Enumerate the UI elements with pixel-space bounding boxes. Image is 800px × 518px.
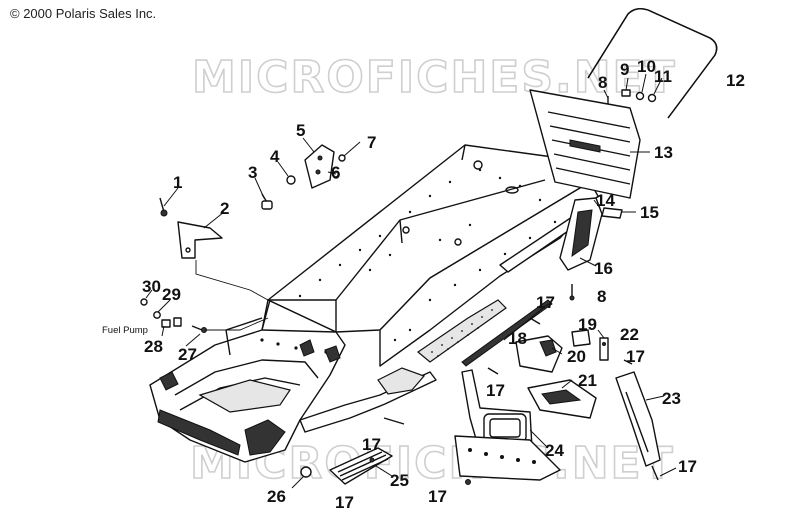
part-15-plug [601, 207, 623, 219]
callout-25: 25 [390, 471, 409, 490]
callout-5: 5 [296, 121, 305, 140]
part-8-bolt-lower [569, 284, 575, 301]
callout-23: 23 [662, 389, 681, 408]
callout-17-b: 17 [626, 347, 645, 366]
part-4-washer [286, 175, 296, 185]
callout-8-top: 8 [598, 73, 607, 92]
callout-24: 24 [545, 441, 564, 460]
watermark-top: MICROFICHES.NET [192, 52, 677, 103]
lower-frame-rail [299, 367, 437, 433]
callout-17-e: 17 [335, 493, 354, 512]
callout-12: 12 [726, 71, 745, 90]
callout-4: 4 [270, 147, 280, 166]
part-12-grab-bar [587, 7, 718, 119]
part-21-bracket [527, 379, 597, 419]
callout-7: 7 [367, 133, 376, 152]
callout-17-d: 17 [362, 435, 381, 454]
copyright-notice: © 2000 Polaris Sales Inc. [10, 6, 157, 21]
part-28-29-30-hardware [140, 298, 182, 328]
front-bulkhead [149, 299, 346, 463]
callout-27: 27 [178, 345, 197, 364]
callout-19: 19 [578, 315, 597, 334]
callout-14: 14 [596, 191, 615, 210]
part-9-10-11-hardware [621, 89, 657, 103]
part-22-clip [599, 337, 609, 361]
callout-13: 13 [654, 143, 673, 162]
callout-15: 15 [640, 203, 659, 222]
part-14-16-side-guard [559, 197, 603, 271]
callout-17-a: 17 [536, 293, 555, 312]
part-1-bolt [159, 197, 168, 217]
reference-lines [195, 260, 269, 331]
callout-29: 29 [162, 285, 181, 304]
part-27-screw [191, 325, 207, 333]
callout-17-f: 17 [428, 487, 447, 506]
part-26-grommet [300, 466, 312, 478]
callout-17-g: 17 [678, 457, 697, 476]
part-23-side-strip [615, 371, 661, 467]
fuel-pump-label: Fuel Pump [102, 325, 148, 336]
callout-20: 20 [567, 347, 586, 366]
part-25-skid-plate [329, 447, 393, 485]
callout-28: 28 [144, 337, 163, 356]
callout-10: 10 [637, 57, 656, 76]
callout-8-lower: 8 [597, 287, 606, 306]
part-17-rivets [369, 317, 659, 485]
callout-6: 6 [331, 163, 340, 182]
callout-30: 30 [142, 277, 161, 296]
callout-9: 9 [620, 60, 629, 79]
callout-26: 26 [267, 487, 286, 506]
part-13-snow-flap [529, 89, 641, 199]
part-2-bracket [177, 221, 223, 259]
callout-17-c: 17 [486, 381, 505, 400]
part-5-mount-plate [304, 144, 335, 189]
part-24-rear-panel [454, 369, 561, 481]
part-19-block [571, 329, 591, 347]
part-18-wear-strip [461, 299, 553, 367]
callout-11: 11 [654, 67, 672, 86]
part-20-bracket [515, 335, 563, 373]
leader-lines [145, 73, 677, 489]
callouts: 1 2 3 4 5 6 7 8 9 10 11 12 13 14 15 16 1… [102, 57, 745, 512]
callout-18: 18 [508, 329, 527, 348]
callout-2: 2 [220, 199, 229, 218]
callout-21: 21 [578, 371, 597, 390]
callout-1: 1 [173, 173, 182, 192]
callout-3: 3 [248, 163, 257, 182]
callout-22: 22 [620, 325, 639, 344]
callout-16: 16 [594, 259, 613, 278]
